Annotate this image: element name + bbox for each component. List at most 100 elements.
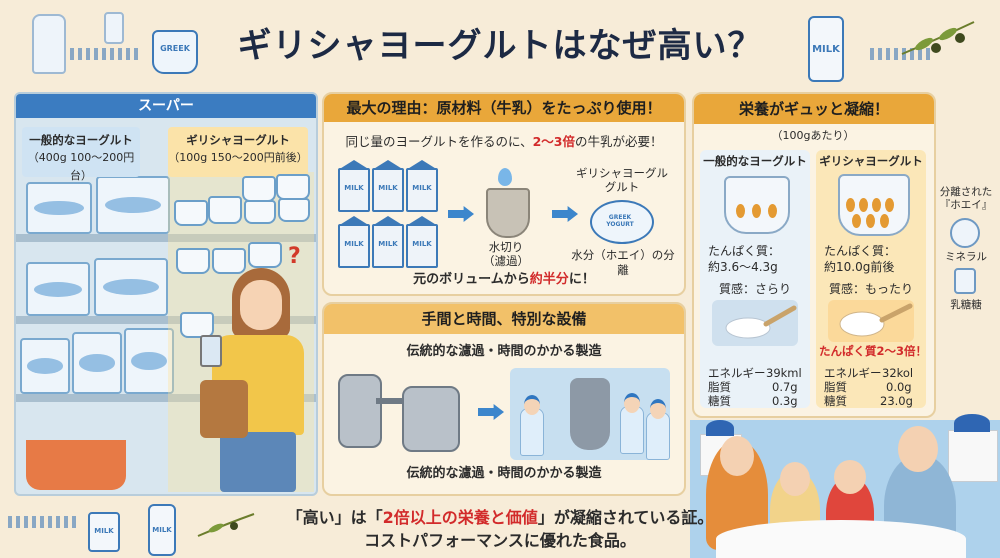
shopping-basket-icon <box>26 440 126 490</box>
milk-ratio-line: 同じ量のヨーグルトを作るのに、2〜3倍の牛乳が必要！ <box>345 134 663 149</box>
regular-protein-value: 約3.6〜4.3g <box>708 260 778 274</box>
strainer-icon <box>486 188 530 238</box>
milk-jug-icon <box>954 268 976 294</box>
greek-fat-value: 0.0g <box>886 380 912 394</box>
shoulder-bag-icon <box>200 380 248 438</box>
daughter-face <box>780 462 810 496</box>
greek-protein-label: たんぱく質： <box>824 244 897 258</box>
worker <box>620 393 644 454</box>
yogurt-tub <box>26 182 92 234</box>
regular-energy-label: エネルギー <box>708 366 766 380</box>
shelf <box>16 234 316 242</box>
worker <box>646 399 670 460</box>
process-caption-bottom: 伝統的な濾過・時間のかかる製造 <box>406 466 602 481</box>
yogurt-tub <box>26 262 90 316</box>
milk-label: MILK <box>812 44 840 55</box>
arrow-right-icon <box>478 404 504 420</box>
filter-machine <box>570 378 610 450</box>
page-title: ギリシャヨーグルトはなぜ高い？ <box>237 26 763 66</box>
milk-carton-icon: MILK <box>372 224 404 268</box>
smartphone-icon <box>200 335 222 367</box>
olive-branch-icon <box>900 18 976 58</box>
milk-carton-icon: MILK <box>406 224 438 268</box>
blue-dome <box>706 420 734 436</box>
greek-cup <box>278 198 310 222</box>
yogurt-tub <box>94 258 168 316</box>
greek-cup <box>248 242 282 268</box>
greek-name: ギリシャヨーグルト <box>819 154 923 168</box>
regular-yogurt-cup-icon <box>724 176 790 234</box>
milk-bottle-icon: MILK <box>808 16 844 82</box>
protein-highlight: たんぱく質2〜3倍！ <box>818 344 927 358</box>
tank <box>338 374 382 448</box>
conclusion-line-1: 「高い」は「2倍以上の栄養と価値」が凝縮されている証。 <box>286 508 714 527</box>
yogurt-tub <box>20 338 70 394</box>
regular-fat-value: 0.7g <box>772 380 798 394</box>
greek-cup-text: GREEK YOGURT <box>606 214 634 228</box>
milk-carton-icon: MILK <box>338 168 370 212</box>
process-header: 手間と時間、特別な設備 <box>324 304 684 334</box>
olive-branch-icon <box>196 510 256 540</box>
greek-cup <box>276 174 310 200</box>
greek-pattern-top-left <box>70 48 140 60</box>
milk-carton-icon: MILK <box>406 168 438 212</box>
woman-skirt <box>220 432 296 492</box>
greek-yogurt-cup-icon <box>838 174 910 236</box>
lactose-label: 乳糖糖 <box>950 299 982 311</box>
water-drop-icon <box>498 168 512 186</box>
woman-face <box>240 280 282 330</box>
per-100g-label: （100gあたり） <box>771 129 855 142</box>
greek-sugar-label: 糖質 <box>824 394 847 408</box>
greek-pattern-top-right <box>870 48 930 60</box>
dining-table <box>716 520 966 558</box>
regular-fat-label: 脂質 <box>708 380 731 394</box>
yogurt-cup-icon: GREEK <box>152 30 198 74</box>
greek-yogurt-cup-icon <box>590 200 654 244</box>
greek-fat-label: 脂質 <box>824 380 847 394</box>
greek-sugar-value: 23.0g <box>880 394 913 408</box>
whey-separation-label: 水分（ホエイ）の分離 <box>571 248 675 277</box>
arrow-right-icon <box>448 206 474 222</box>
spoon-thin-yogurt-icon <box>712 300 798 346</box>
volume-halved-line: 元のボリュームから約半分に！ <box>413 272 595 287</box>
regular-yogurt-label: 一般的なヨーグルト（400g 100〜200円台） <box>22 127 140 182</box>
greek-pattern-bottom-left <box>8 516 78 528</box>
factory-scene <box>510 368 670 460</box>
yogurt-tub <box>72 332 122 394</box>
greek-cup <box>212 248 246 274</box>
shelf <box>16 316 316 324</box>
greek-cup <box>174 200 208 226</box>
milk-carton-icon: MILK <box>338 224 370 268</box>
greek-texture: 質感：もったり <box>828 282 913 296</box>
greek-cup <box>242 176 276 202</box>
pipe <box>376 398 404 404</box>
greek-energy-label: エネルギー <box>824 366 882 380</box>
milk-carton-icon: MILK <box>88 512 120 552</box>
process-caption-top: 伝統的な濾過・時間のかかる製造 <box>406 344 602 359</box>
question-mark-icon: ? <box>288 244 301 269</box>
nutrition-header: 栄養がギュッと凝縮！ <box>694 94 934 124</box>
greek-energy-value: 32kol <box>882 366 914 380</box>
molecule-icon <box>950 218 980 248</box>
yogurt-tub <box>124 328 174 394</box>
milk-carton-icon: MILK <box>372 168 404 212</box>
greek-yogurt-text: ギリシャヨーグル グルト <box>576 166 668 194</box>
greek-cup <box>208 196 242 224</box>
tank <box>402 386 460 452</box>
regular-sugar-value: 0.3g <box>772 394 798 408</box>
milk-bottle-icon <box>32 14 66 74</box>
regular-sugar-label: 糖質 <box>708 394 731 408</box>
regular-energy-value: 39kml <box>766 366 802 380</box>
spoon-thick-yogurt-icon <box>828 300 914 342</box>
yogurt-tub <box>96 176 170 234</box>
shelf <box>16 394 316 402</box>
reason-header: 最大の理由：原材料（牛乳）をたっぷり使用！ <box>324 94 684 122</box>
greek-yogurt-label: ギリシャヨーグルト（100g 150〜200円前後） <box>168 127 308 177</box>
cup-label: GREEK <box>160 44 190 53</box>
small-bottle-icon <box>104 12 124 44</box>
separated-whey-label: 分離された 『ホエイ』 <box>939 186 993 211</box>
filtering-machine <box>330 368 470 458</box>
blue-dome <box>954 414 990 432</box>
regular-protein-label: たんぱく質： <box>708 244 781 258</box>
greek-cup <box>244 200 276 224</box>
